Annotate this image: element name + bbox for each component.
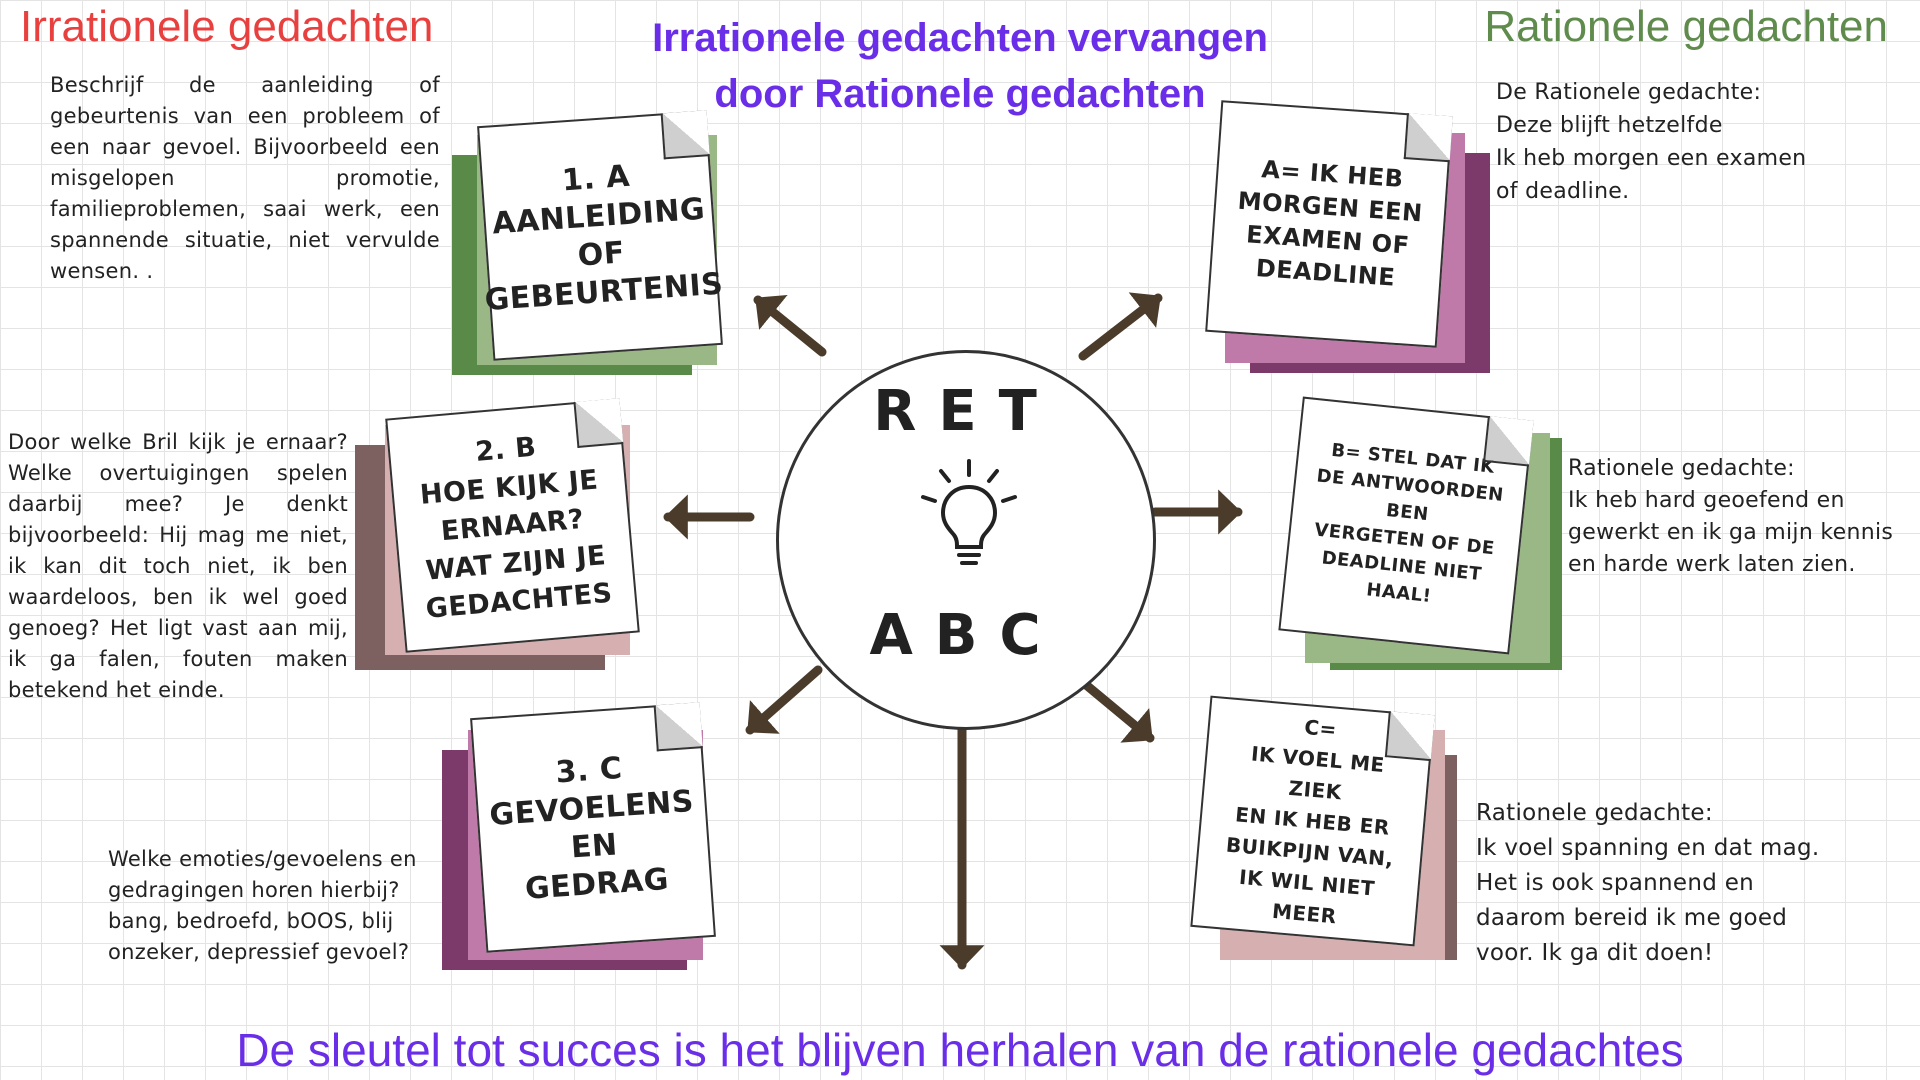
note-ra-line4: of deadline. xyxy=(1496,179,1630,204)
card-ra: A= IK HEB MORGEN EEN EXAMEN OF DEADLINE xyxy=(1205,98,1495,378)
card-c-paper: 3. C GEVOELENS EN GEDRAG xyxy=(470,702,716,953)
folded-corner-icon xyxy=(1403,113,1453,163)
rational-heading: Rationele gedachten xyxy=(1484,2,1888,51)
ret-label: RET xyxy=(873,379,1059,444)
abc-label: ABC xyxy=(869,603,1063,668)
card-b-line1: 2. B xyxy=(474,431,538,468)
card-c-line3: EN GEDRAG xyxy=(523,826,670,907)
main-title: Irrationele gedachten vervangen door Rat… xyxy=(560,10,1360,122)
folded-corner-icon xyxy=(1483,415,1534,467)
arrow-to-ra xyxy=(1078,292,1163,361)
card-b-paper: 2. B HOE KIJK JE ERNAAR? WAT ZIJN JE GED… xyxy=(385,398,640,653)
note-ra-line1: De Rationele gedachte: xyxy=(1496,80,1762,105)
note-rb-line2: Ik heb hard geoefend en xyxy=(1568,488,1845,513)
main-title-line2: door Rationele gedachten xyxy=(714,72,1206,116)
note-ra-line3: Ik heb morgen een examen xyxy=(1496,146,1807,171)
note-rc-line5: voor. Ik ga dit doen! xyxy=(1476,940,1714,966)
note-rb-line1: Rationele gedachte: xyxy=(1568,456,1795,481)
card-rc-line1: C= xyxy=(1303,714,1338,742)
card-rc-paper: C= IK VOEL ME ZIEK EN IK HEB ER BUIKPIJN… xyxy=(1190,695,1435,947)
note-rb-line3: gewerkt en ik ga mijn kennis xyxy=(1568,520,1894,545)
card-b: 2. B HOE KIJK JE ERNAAR? WAT ZIJN JE GED… xyxy=(355,398,645,675)
folded-corner-icon xyxy=(1384,711,1435,762)
arrow-to-a xyxy=(753,295,827,357)
note-rb: Rationele gedachte: Ik heb hard geoefend… xyxy=(1568,453,1913,581)
irrational-heading: Irrationele gedachten xyxy=(20,2,434,51)
card-c: 3. C GEVOELENS EN GEDRAG xyxy=(440,700,720,980)
note-rc-line1: Rationele gedachte: xyxy=(1476,800,1713,826)
note-rb-line4: en harde werk laten zien. xyxy=(1568,552,1856,577)
note-c: Welke emoties/gevoelens en gedragingen h… xyxy=(108,844,448,968)
note-rc-line4: daarom bereid ik me goed xyxy=(1476,905,1788,931)
footer-motto: De sleutel tot succes is het blijven her… xyxy=(236,1024,1684,1076)
card-c-line1: 3. C xyxy=(554,750,624,790)
ret-abc-circle: RET ABC xyxy=(776,350,1156,730)
note-c-line1: Welke emoties/gevoelens en xyxy=(108,847,417,871)
folded-corner-icon xyxy=(660,110,710,160)
card-a-paper: 1. A AANLEIDING OF GEBEURTENIS xyxy=(477,110,724,361)
arrow-to-rc xyxy=(1080,679,1155,743)
folded-corner-icon xyxy=(653,702,703,752)
folded-corner-icon xyxy=(573,398,624,449)
note-c-line4: onzeker, depressief gevoel? xyxy=(108,940,410,964)
lightbulb-icon xyxy=(921,459,1017,565)
card-a: 1. A AANLEIDING OF GEBEURTENIS xyxy=(452,110,732,380)
main-title-line1: Irrationele gedachten vervangen xyxy=(652,16,1268,60)
card-a-line1: 1. A xyxy=(560,158,632,198)
card-rc: C= IK VOEL ME ZIEK EN IK HEB ER BUIKPIJN… xyxy=(1190,695,1465,975)
note-b: Door welke Bril kijk je ernaar? Welke ov… xyxy=(8,430,348,702)
note-c-line3: bang, bedroefd, bOOS, blij xyxy=(108,909,394,933)
card-ra-paper: A= IK HEB MORGEN EEN EXAMEN OF DEADLINE xyxy=(1205,100,1453,348)
note-ra-line2: Deze blijft hetzelfde xyxy=(1496,113,1723,138)
card-rb-paper: B= STEL DAT IK DE ANTWOORDEN BEN VERGETE… xyxy=(1278,396,1534,655)
card-rb: B= STEL DAT IK DE ANTWOORDEN BEN VERGETE… xyxy=(1278,396,1565,678)
note-rc-line3: Het is ook spannend en xyxy=(1476,870,1755,896)
note-rc: Rationele gedachte: Ik voel spanning en … xyxy=(1476,796,1856,971)
note-rc-line2: Ik voel spanning en dat mag. xyxy=(1476,835,1820,861)
note-a: Beschrijf de aanleiding of gebeurtenis v… xyxy=(50,73,440,283)
arrow-to-c xyxy=(745,665,823,735)
note-c-line2: gedragingen horen hierbij? xyxy=(108,878,400,902)
note-ra: De Rationele gedachte: Deze blijft hetze… xyxy=(1496,76,1836,208)
